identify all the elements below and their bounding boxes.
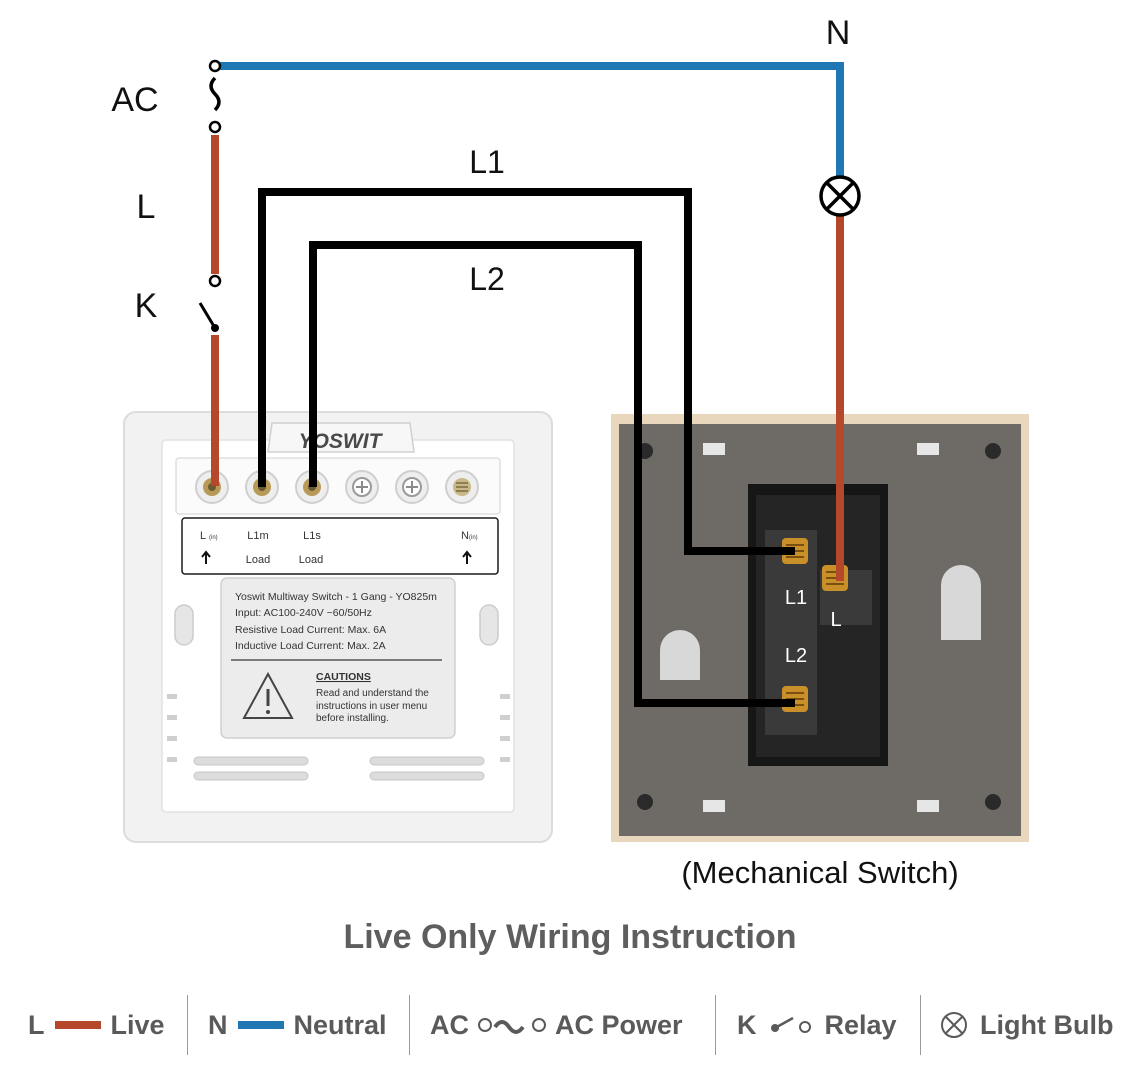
legend-item-relay: K Relay [737, 995, 897, 1055]
mechanical-switch: L1 L L2 [611, 414, 1029, 842]
legend-item-light-bulb: Light Bulb [938, 995, 1113, 1055]
l1-wire [258, 188, 795, 555]
relay-label: K [135, 287, 158, 325]
page-title: Live Only Wiring Instruction [343, 918, 797, 956]
spec-sticker [220, 577, 456, 739]
cautions-line: before installing. [316, 713, 389, 724]
ac-source-icon [209, 76, 221, 112]
mechanical-switch-caption: (Mechanical Switch) [681, 855, 959, 890]
cautions-line: instructions in user menu [316, 701, 427, 712]
legend-key: K [737, 1009, 757, 1040]
legend-text: Neutral [293, 1009, 387, 1040]
label-load-2: Load [299, 554, 323, 566]
cautions-line: Read and understand the [316, 688, 429, 699]
neutral-swatch [237, 1021, 284, 1029]
legend-item-ac: AC AC Power [430, 995, 683, 1055]
l2-label: L2 [469, 261, 505, 297]
legend-divider [920, 995, 921, 1055]
light-bulb-icon [819, 175, 861, 217]
live-label: L [137, 188, 156, 226]
legend-text: Relay [824, 1009, 897, 1040]
relay-contact-top [208, 274, 222, 288]
terminal-blank-2 [395, 470, 429, 504]
ac-terminal-bottom [208, 120, 222, 134]
live-swatch [54, 1021, 101, 1029]
legend-divider [409, 995, 410, 1055]
ac-power-icon [478, 1018, 546, 1034]
terminal-blank-1 [345, 470, 379, 504]
label-l1s: L1s [303, 530, 321, 542]
legend-item-live: L Live [28, 995, 165, 1055]
warning-icon [242, 671, 294, 719]
spec-line: Yoswit Multiway Switch - 1 Gang - YO825m [235, 591, 437, 603]
legend-text: Light Bulb [980, 1009, 1114, 1040]
neutral-wire [215, 62, 844, 178]
legend: L Live N Neutral AC AC Power K Relay [0, 995, 1140, 1055]
l1-label: L1 [469, 144, 505, 180]
legend-text: Live [110, 1009, 165, 1040]
up-arrow-icon [201, 550, 211, 564]
spec-line: Input: AC100-240V ~60/50Hz [235, 607, 372, 619]
ac-terminal-top [208, 59, 222, 73]
legend-key: L [28, 1009, 45, 1040]
legend-key: AC [430, 1009, 469, 1040]
mech-label-l1: L1 [785, 587, 807, 609]
cautions-title: CAUTIONS [316, 671, 371, 683]
relay-icon [770, 1016, 811, 1033]
spec-line: Resistive Load Current: Max. 6A [235, 624, 386, 636]
brand-logo: YOSWIT [299, 430, 384, 453]
ac-label: AC [111, 81, 158, 119]
label-n: N [461, 530, 469, 542]
legend-key: N [208, 1009, 228, 1040]
terminal-label-strip [181, 517, 499, 575]
l2-wire [309, 241, 795, 707]
label-l: L [200, 530, 206, 542]
label-l1m: L1m [247, 530, 268, 542]
terminal-n [445, 470, 479, 504]
spec-line: Inductive Load Current: Max. 2A [235, 640, 386, 652]
terminal-l [195, 470, 229, 504]
legend-divider [715, 995, 716, 1055]
legend-item-neutral: N Neutral [208, 995, 387, 1055]
label-n-sub: (in) [469, 535, 478, 541]
relay-pivot [211, 324, 219, 332]
label-load-1: Load [246, 554, 270, 566]
legend-text: AC Power [555, 1009, 683, 1040]
relay-blade [198, 302, 217, 329]
mech-label-l: L [830, 609, 841, 631]
mech-label-l2: L2 [785, 645, 807, 667]
neutral-label: N [826, 14, 851, 52]
up-arrow-icon [462, 550, 472, 564]
light-bulb-icon [941, 1012, 967, 1038]
legend-divider [187, 995, 188, 1055]
label-l-sub: (in) [209, 535, 218, 541]
smart-switch: YOSWIT L (in) L1m L1s N (in) Load Load Y… [123, 411, 553, 843]
terminal-screw-l [822, 565, 848, 591]
